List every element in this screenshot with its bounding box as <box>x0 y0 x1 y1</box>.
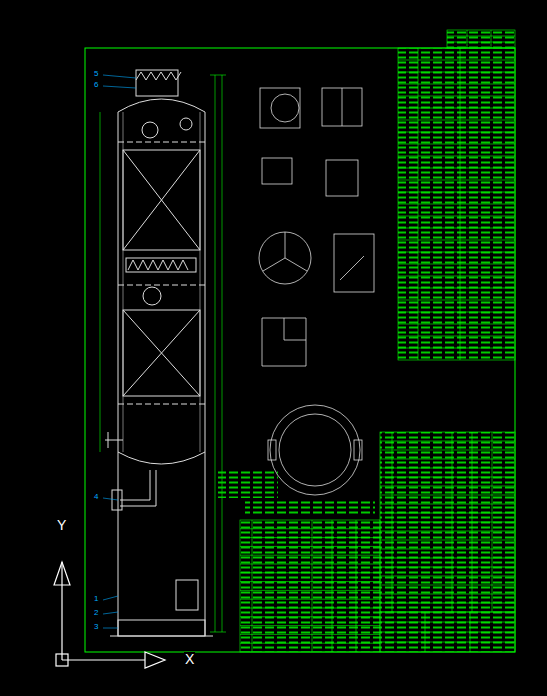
callout-number: 2 <box>93 609 99 617</box>
callout-number: 5 <box>93 70 99 78</box>
callout-number: 1 <box>93 595 99 603</box>
detail-views <box>259 88 374 495</box>
dimension-lines <box>100 75 226 632</box>
callout-number: 3 <box>93 623 99 631</box>
leader-lines <box>103 75 136 628</box>
sheet-frame <box>85 48 515 652</box>
column-vessel <box>105 70 213 636</box>
axis-letter: X <box>184 652 195 666</box>
data-tables <box>218 30 515 652</box>
callout-number: 4 <box>93 493 99 501</box>
ucs-icon <box>54 562 165 668</box>
callout-number: 6 <box>93 81 99 89</box>
axis-letter: Y <box>56 518 67 532</box>
